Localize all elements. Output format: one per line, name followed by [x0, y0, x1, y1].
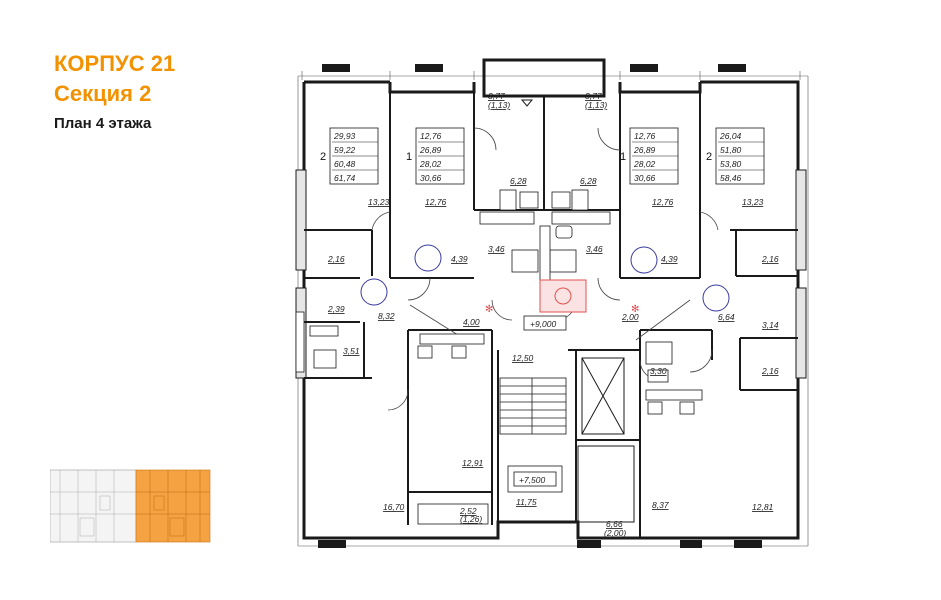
red-markers: ✻ ✻ — [485, 279, 639, 315]
room-area-label: 11,75 — [516, 497, 537, 507]
facade-windows — [318, 64, 762, 548]
minimap-section-2-rooms — [136, 470, 210, 542]
elevator-shaft — [577, 357, 635, 523]
room-area-label: 3,46 — [488, 244, 505, 254]
apartment-area-value: 26,89 — [633, 145, 656, 155]
room-area-label: 3,46 — [586, 244, 603, 254]
room-area-label: 2,16 — [327, 254, 345, 264]
room-area-label: 3,77 — [585, 91, 602, 101]
room-area-label: 8,37 — [652, 500, 669, 510]
room-area-label: 2,52 — [459, 506, 477, 516]
room-area-label: 3,77 — [488, 91, 505, 101]
room-area-label: 3,30 — [650, 366, 667, 376]
room-area-label: 12,76 — [652, 197, 674, 207]
apartment-tables: 2 29,93 59,22 60,48 61,74 1 12,76 26,89 28,02 30,… — [320, 127, 765, 185]
room-area-label: 2,16 — [761, 366, 779, 376]
apartment-area-value: 12,76 — [634, 131, 656, 141]
room-area-label: 13,23 — [742, 197, 764, 207]
room-area-label: 12,76 — [425, 197, 447, 207]
section-title: Секция 2 — [54, 81, 152, 106]
room-area-label: 2,39 — [327, 304, 345, 314]
apartment-area-value: 51,80 — [720, 145, 742, 155]
level-mark-lower: +7,500 — [519, 475, 546, 485]
room-area-label: 13,23 — [368, 197, 390, 207]
minimap-section-1[interactable] — [50, 469, 137, 543]
staircase — [499, 377, 567, 493]
svg-text:✻: ✻ — [631, 304, 639, 315]
room-area-label: 4,00 — [463, 317, 480, 327]
room-area-label: 6,28 — [510, 176, 527, 186]
apartment-table-3: 1 12,76 26,89 28,02 30,66 — [620, 127, 679, 185]
apartment-area-value: 60,48 — [334, 159, 356, 169]
apartment-area-value: 58,46 — [720, 173, 742, 183]
apartment-area-value: 29,93 — [333, 131, 356, 141]
apartment-area-value: 26,89 — [419, 145, 442, 155]
room-area-label: (1,13) — [585, 100, 607, 110]
apartment-area-value: 12,76 — [420, 131, 442, 141]
room-area-label: 4,39 — [661, 254, 678, 264]
apartment-area-value: 28,02 — [633, 159, 656, 169]
floor-plan-title: План 4 этажа — [54, 115, 152, 132]
level-mark-upper: +9,000 — [530, 319, 557, 329]
room-area-label: 6,28 — [580, 176, 597, 186]
apartment-room-count: 2 — [320, 151, 326, 163]
svg-text:✻: ✻ — [485, 304, 493, 315]
entrance-arrow-icon — [520, 99, 534, 107]
apartment-area-value: 30,66 — [634, 173, 656, 183]
minimap-section-1-rooms — [50, 470, 136, 542]
room-area-label: 12,81 — [752, 502, 774, 512]
apartment-room-count: 1 — [620, 151, 626, 163]
apartment-room-count: 1 — [406, 151, 412, 163]
room-area-label: (1,13) — [488, 100, 510, 110]
apartment-area-value: 53,80 — [720, 159, 742, 169]
minimap-section-2-highlight[interactable] — [135, 469, 211, 543]
apartment-table-2: 1 12,76 26,89 28,02 30,66 — [406, 127, 465, 185]
apartment-table-4: 2 26,04 51,80 53,80 58,46 — [706, 127, 765, 185]
section-minimap[interactable] — [50, 466, 212, 546]
room-area-label: 16,70 — [383, 502, 405, 512]
title-block: КОРПУС 21 Секция 2 План 4 этажа — [54, 50, 175, 134]
room-area-label: 3,51 — [343, 346, 360, 356]
building-title: КОРПУС 21 — [54, 51, 176, 76]
turning-circles — [360, 244, 730, 312]
apartment-area-value: 59,22 — [334, 145, 356, 155]
apartment-area-value: 30,66 — [420, 173, 442, 183]
level-marks: +9,000 +7,500 — [513, 315, 567, 487]
room-area-label: (1,26) — [460, 514, 482, 524]
room-area-label: 4,39 — [451, 254, 468, 264]
room-area-label: 12,91 — [462, 458, 484, 468]
room-area-label: 6,66 — [606, 519, 623, 529]
apartment-area-value: 28,02 — [419, 159, 442, 169]
apartment-table-1: 2 29,93 59,22 60,48 61,74 — [320, 127, 379, 185]
room-area-label: 2,00 — [621, 312, 639, 322]
room-area-label: 6,64 — [718, 312, 735, 322]
fixtures — [295, 189, 703, 525]
room-area-label: 12,50 — [512, 353, 534, 363]
room-area-label: 3,14 — [762, 320, 779, 330]
apartment-room-count: 2 — [706, 151, 712, 163]
room-area-label: 2,16 — [761, 254, 779, 264]
room-area-label: (2,00) — [604, 528, 626, 538]
room-area-label: 8,32 — [378, 311, 395, 321]
apartment-area-value: 26,04 — [719, 131, 742, 141]
apartment-area-value: 61,74 — [334, 173, 356, 183]
